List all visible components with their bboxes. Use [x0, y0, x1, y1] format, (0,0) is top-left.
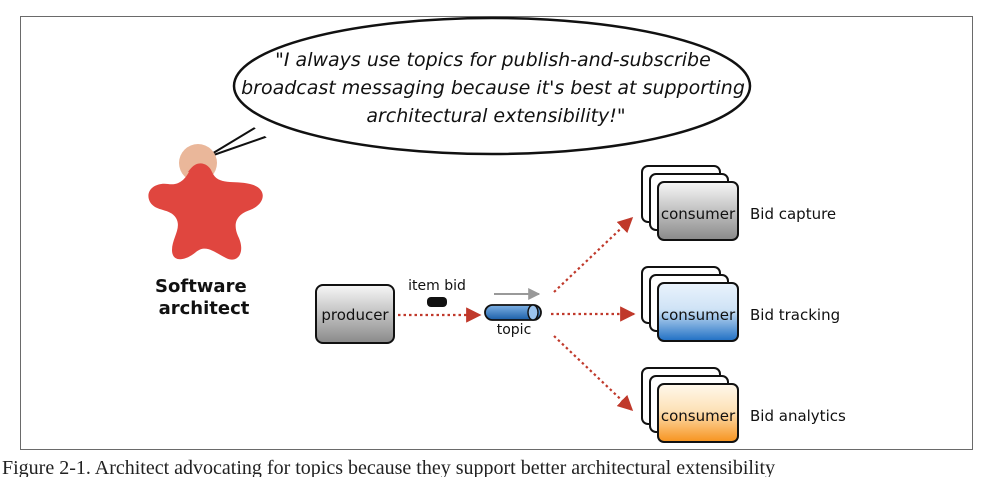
architect-body-icon [148, 163, 263, 260]
figure-caption: Figure 2-1. Architect advocating for top… [2, 457, 776, 477]
consumer-stack-bid-tracking: consumer [641, 266, 739, 342]
message-label: item bid [408, 278, 466, 294]
consumer-label-bid-analytics: consumer [661, 407, 736, 425]
consumer-stack-bid-analytics: consumer [641, 367, 739, 443]
consumer-label-bid-tracking: consumer [661, 306, 736, 324]
architect-figure-icon [148, 144, 263, 260]
consumer-name-bid-capture: Bid capture [750, 205, 836, 223]
producer-node: producer [315, 284, 395, 344]
consumer-label-bid-capture: consumer [661, 205, 736, 223]
speech-line-3: architectural extensibility!" [366, 105, 625, 127]
svg-text:"I always use topics for publi: "I always use topics for publish-and-sub… [241, 49, 751, 127]
svg-text:Software architect: Software architect [155, 276, 253, 319]
topic-node: topic [484, 288, 542, 338]
actor-label-line-1: Software [155, 276, 247, 297]
actor-label-line-2: architect [159, 298, 250, 319]
consumer-name-bid-analytics: Bid analytics [750, 407, 846, 425]
topic-to-bid-analytics-arrow [553, 335, 634, 412]
consumer-name-bid-tracking: Bid tracking [750, 306, 840, 324]
speech-bubble: "I always use topics for publish-and-sub… [204, 16, 752, 159]
consumer-stack-bid-capture: consumer [641, 165, 739, 241]
topic-to-bid-capture-arrow [553, 216, 634, 293]
topic-label: topic [497, 322, 532, 338]
producer-label: producer [321, 306, 389, 324]
speech-line-2: broadcast messaging because it's best at… [241, 77, 745, 99]
speech-line-1: "I always use topics for publish-and-sub… [275, 49, 711, 71]
message-token-icon [427, 297, 447, 307]
